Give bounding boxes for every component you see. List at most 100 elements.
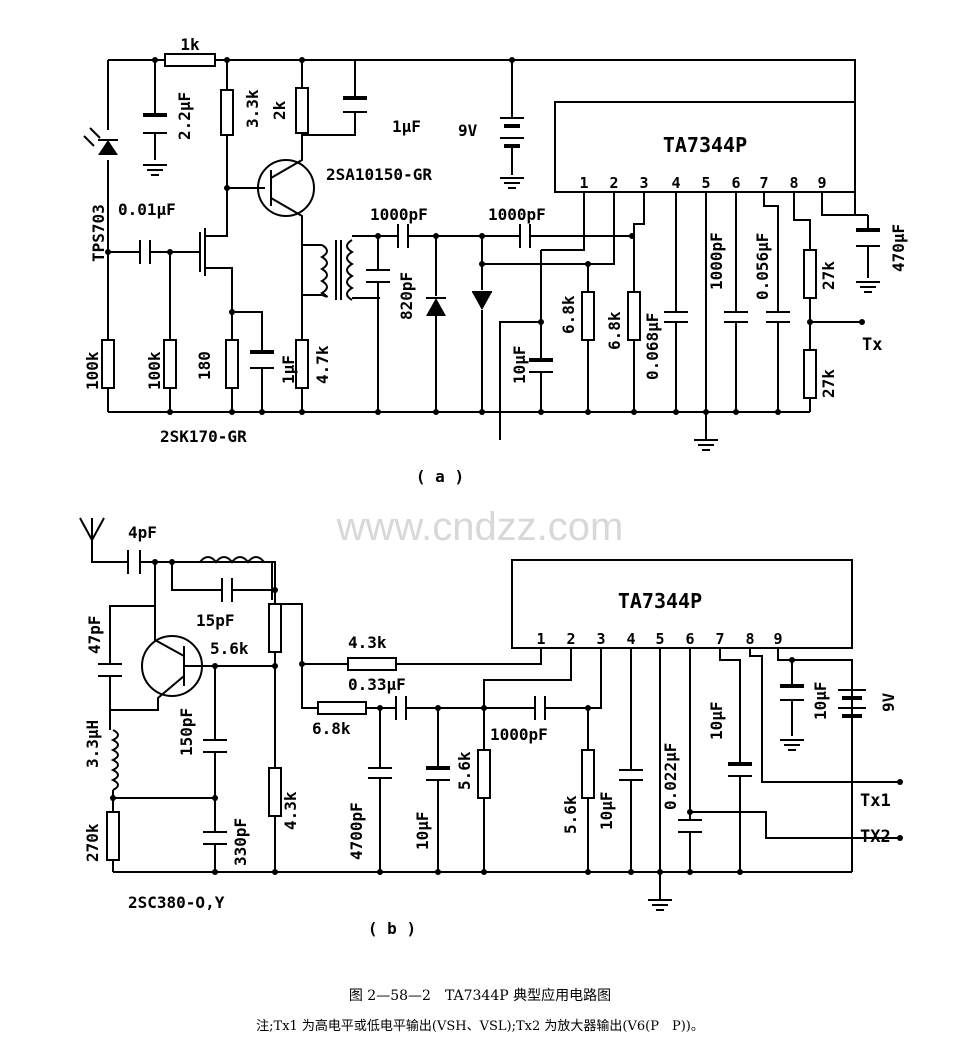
label-cap-1000pF: 1000pF bbox=[490, 725, 548, 744]
label-cap-0-068uF: 0.068μF bbox=[643, 313, 662, 380]
resistor-5-6k-a bbox=[268, 603, 282, 653]
ic-pin-label: 2 bbox=[566, 630, 575, 648]
label-photodiode: TPS703 bbox=[89, 204, 108, 262]
label-cap-820pF: 820pF bbox=[397, 272, 416, 320]
label-output-tx: Tx bbox=[862, 335, 882, 355]
label-r-5-6k-b: 5.6k bbox=[455, 751, 474, 790]
label-r-27k-b: 27k bbox=[819, 369, 838, 398]
label-pnp-transistor: 2SA10150-GR bbox=[326, 165, 432, 184]
resistor-4-7k bbox=[295, 339, 309, 389]
ic-pin-label: 1 bbox=[536, 630, 545, 648]
resistor-6-8k-a bbox=[581, 291, 595, 341]
label-r-2k: 2k bbox=[270, 100, 289, 120]
diode-symbol bbox=[472, 292, 492, 310]
resistor-2k bbox=[295, 87, 309, 134]
label-transistor-b: 2SC380-O,Y bbox=[128, 893, 225, 912]
resistor-3-3k bbox=[220, 89, 234, 136]
resistor-5-6k-c bbox=[581, 749, 595, 799]
label-inductor-3-3uH: 3.3μH bbox=[83, 720, 102, 768]
label-cap-10uF: 10μF bbox=[510, 345, 529, 384]
label-cap-10uF-a: 10μF bbox=[413, 811, 432, 850]
ic-pin-label: 4 bbox=[626, 630, 635, 648]
resistor-270k bbox=[106, 811, 120, 861]
ic-pins-a: 1 2 3 4 5 6 7 8 9 bbox=[579, 174, 826, 192]
ic-pin-label: 9 bbox=[817, 174, 826, 192]
ic-ta7344p-b bbox=[511, 559, 853, 649]
label-cap-2-2uF: 2.2μF bbox=[175, 92, 194, 140]
resistor-5-6k-b bbox=[477, 749, 491, 799]
resistor-27k-b bbox=[803, 349, 817, 399]
label-r-4-7k: 4.7k bbox=[313, 345, 332, 384]
label-cap-10uF-b: 10μF bbox=[597, 791, 616, 830]
label-cap-4pF: 4pF bbox=[128, 523, 157, 542]
ic-pin-label: 8 bbox=[745, 630, 754, 648]
label-r-5-6k-c: 5.6k bbox=[561, 795, 580, 834]
resistor-1k bbox=[164, 53, 216, 67]
diode-symbol bbox=[426, 298, 446, 316]
sub-label-a: ( a ) bbox=[416, 467, 464, 486]
label-r-6-8k-a: 6.8k bbox=[559, 295, 578, 334]
ic-pins-b: 1 2 3 4 5 6 7 8 9 bbox=[536, 630, 782, 648]
label-cap-0-022uF: 0.022μF bbox=[661, 743, 680, 810]
circuit-b: TA7344P 1 2 3 4 5 6 7 8 9 bbox=[79, 517, 903, 938]
resistor-6-8k-b bbox=[627, 291, 641, 341]
label-fet: 2SK170-GR bbox=[160, 427, 247, 446]
ic-pin-label: 7 bbox=[759, 174, 768, 192]
figure-caption: 图 2—58—2 TA7344P 典型应用电路图 bbox=[349, 987, 611, 1004]
label-cap-330pF: 330pF bbox=[231, 818, 250, 866]
resistor-4-3k-b bbox=[268, 767, 282, 817]
watermark: www.cndzz.com bbox=[336, 505, 624, 549]
ic-pin-label: 1 bbox=[579, 174, 588, 192]
label-cap-10uF-d: 10μF bbox=[811, 681, 830, 720]
ic-pin-label: 5 bbox=[655, 630, 664, 648]
pnp-transistor bbox=[257, 159, 315, 217]
ic-pin-label: 8 bbox=[789, 174, 798, 192]
label-cap-470uF: 470μF bbox=[889, 224, 908, 272]
label-r-1k: 1k bbox=[180, 35, 200, 54]
resistor-100k-b bbox=[163, 339, 177, 389]
label-r-3-3k: 3.3k bbox=[243, 89, 262, 128]
label-r-100k-b: 100k bbox=[145, 351, 164, 390]
label-cap-1000pF-a: 1000pF bbox=[370, 205, 428, 224]
label-r-6-8k-b: 6.8k bbox=[605, 311, 624, 350]
label-cap-0-01uF: 0.01μF bbox=[118, 200, 176, 219]
label-r-5-6k-a: 5.6k bbox=[210, 639, 249, 658]
circuit-a: TA7344P 1 2 3 4 5 6 7 8 9 bbox=[83, 35, 908, 486]
label-r-100k-a: 100k bbox=[83, 351, 102, 390]
figure-note: 注;Tx1 为高电平或低电平输出(VSH、VSL);Tx2 为放大器输出(V6(… bbox=[256, 1018, 704, 1034]
ic-name-a: TA7344P bbox=[663, 133, 747, 157]
resistor-180 bbox=[225, 339, 239, 389]
label-output-tx1: Tx1 bbox=[860, 791, 891, 811]
label-cap-150pF: 150pF bbox=[177, 708, 196, 756]
resistor-27k-a bbox=[803, 249, 817, 299]
resistor-4-3k-a bbox=[347, 657, 397, 671]
label-r-4-3k-a: 4.3k bbox=[348, 633, 387, 652]
label-cap-10uF-c: 10μF bbox=[707, 701, 726, 740]
label-cap-4700pF: 4700pF bbox=[347, 802, 366, 860]
ic-pin-label: 3 bbox=[596, 630, 605, 648]
ic-pin-label: 2 bbox=[609, 174, 618, 192]
ic-pin-label: 6 bbox=[731, 174, 740, 192]
ic-pin-label: 5 bbox=[701, 174, 710, 192]
label-r-6-8k: 6.8k bbox=[312, 719, 351, 738]
label-cap-47pF: 47pF bbox=[85, 615, 104, 654]
label-cap-15pF: 15pF bbox=[196, 611, 235, 630]
ic-ta7344p-a bbox=[554, 101, 856, 193]
label-cap-1000pF-c: 1000pF bbox=[707, 232, 726, 290]
photodiode-symbol bbox=[98, 140, 118, 155]
label-r-180: 180 bbox=[195, 351, 214, 380]
label-cap-0-056uF: 0.056μF bbox=[753, 233, 772, 300]
label-r-27k-a: 27k bbox=[819, 261, 838, 290]
ic-pin-label: 6 bbox=[685, 630, 694, 648]
resistor-100k-a bbox=[101, 339, 115, 389]
label-output-tx2: TX2 bbox=[860, 827, 891, 847]
label-battery-b: 9V bbox=[879, 692, 898, 712]
label-cap-1uF-mid: 1μF bbox=[279, 355, 298, 384]
ic-pin-label: 3 bbox=[639, 174, 648, 192]
label-cap-1000pF-b: 1000pF bbox=[488, 205, 546, 224]
ic-pin-label: 4 bbox=[671, 174, 680, 192]
label-r-4-3k-b: 4.3k bbox=[281, 791, 300, 830]
label-battery-a: 9V bbox=[458, 121, 478, 140]
ic-pin-label: 7 bbox=[715, 630, 724, 648]
